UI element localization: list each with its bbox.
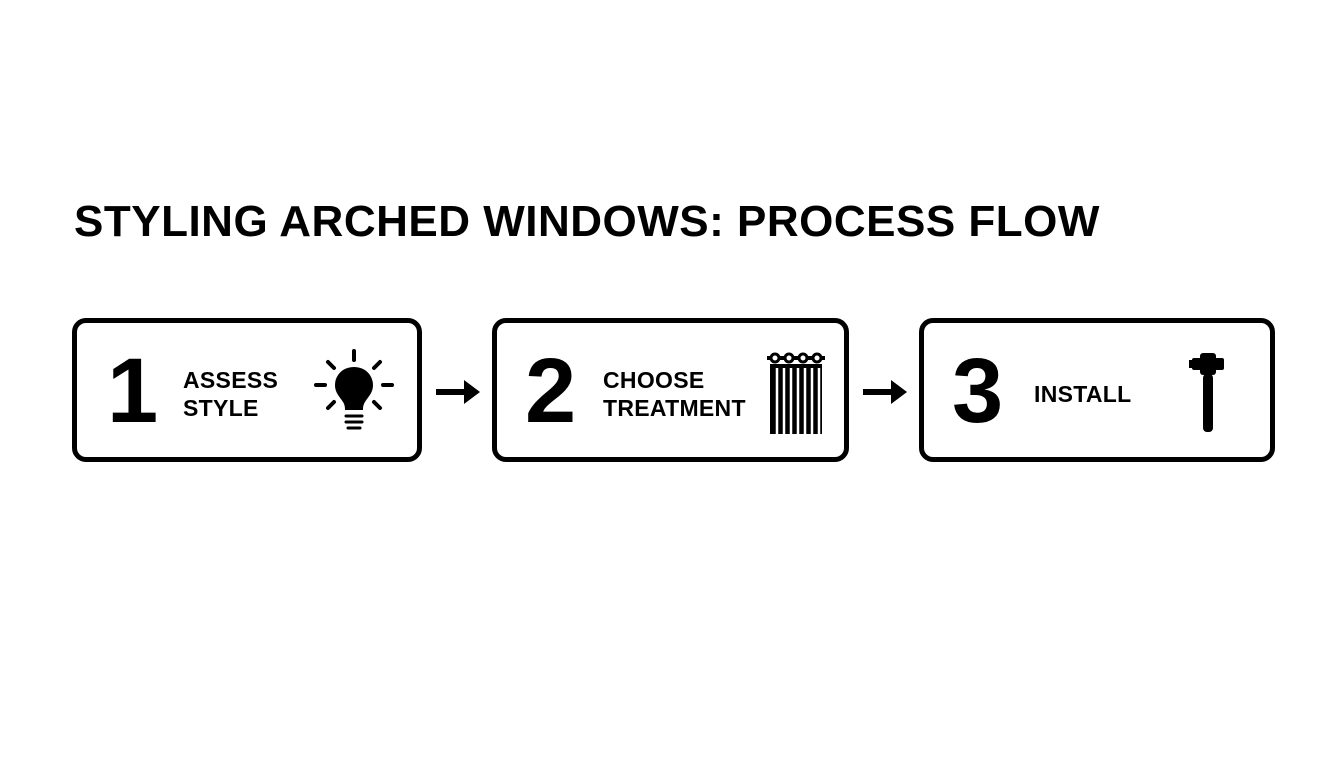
hammer-icon: [1189, 353, 1224, 432]
curtain-icon: [767, 352, 825, 434]
process-step-assess-style: 1 ASSESS STYLE: [72, 318, 422, 462]
step-number: 2: [525, 340, 577, 442]
lightbulb-icon: [314, 349, 394, 430]
step-number: 3: [952, 340, 1004, 442]
diagram-title: STYLING ARCHED WINDOWS: PROCESS FLOW: [74, 197, 1100, 246]
step-label: INSTALL: [1034, 380, 1132, 408]
step-label-line: STYLE: [183, 395, 259, 421]
step-label: CHOOSE TREATMENT: [603, 366, 746, 422]
step-label-line: TREATMENT: [603, 395, 746, 421]
step-number: 1: [107, 340, 159, 442]
step-label-line: CHOOSE: [603, 367, 705, 393]
step-label: ASSESS STYLE: [183, 366, 278, 422]
process-step-install: 3 INSTALL: [919, 318, 1275, 462]
right-arrow-icon: [436, 380, 480, 404]
step-label-line: INSTALL: [1034, 381, 1132, 407]
step-label-line: ASSESS: [183, 367, 279, 393]
process-step-choose-treatment: 2 CHOOSE TREATMENT: [492, 318, 849, 462]
right-arrow-icon: [863, 380, 907, 404]
